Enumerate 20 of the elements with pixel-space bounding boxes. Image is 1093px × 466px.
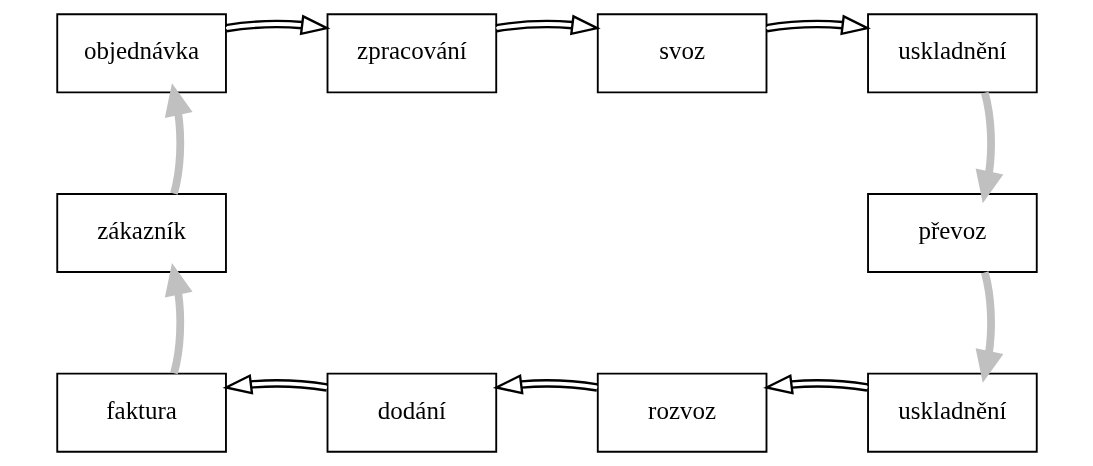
arrow (492, 373, 598, 395)
arrow (164, 262, 193, 375)
node-box: faktura (55, 372, 227, 453)
arrow (164, 83, 193, 195)
arrow (224, 14, 330, 36)
arrow (495, 14, 601, 36)
node-box: objednávka (55, 13, 227, 94)
node-box: svoz (596, 13, 767, 94)
node-box: zpracování (326, 13, 497, 94)
arrow (762, 373, 868, 395)
arrow (975, 271, 1003, 383)
node-box: uskladnění (866, 13, 1038, 94)
arrow (765, 14, 871, 36)
node-box: dodání (326, 372, 497, 453)
arrow (975, 91, 1003, 204)
node-box: převoz (866, 193, 1038, 273)
arrow (222, 373, 328, 395)
node-box: zákazník (55, 193, 227, 273)
node-box: uskladnění (866, 372, 1038, 453)
node-box: rozvoz (596, 372, 767, 453)
